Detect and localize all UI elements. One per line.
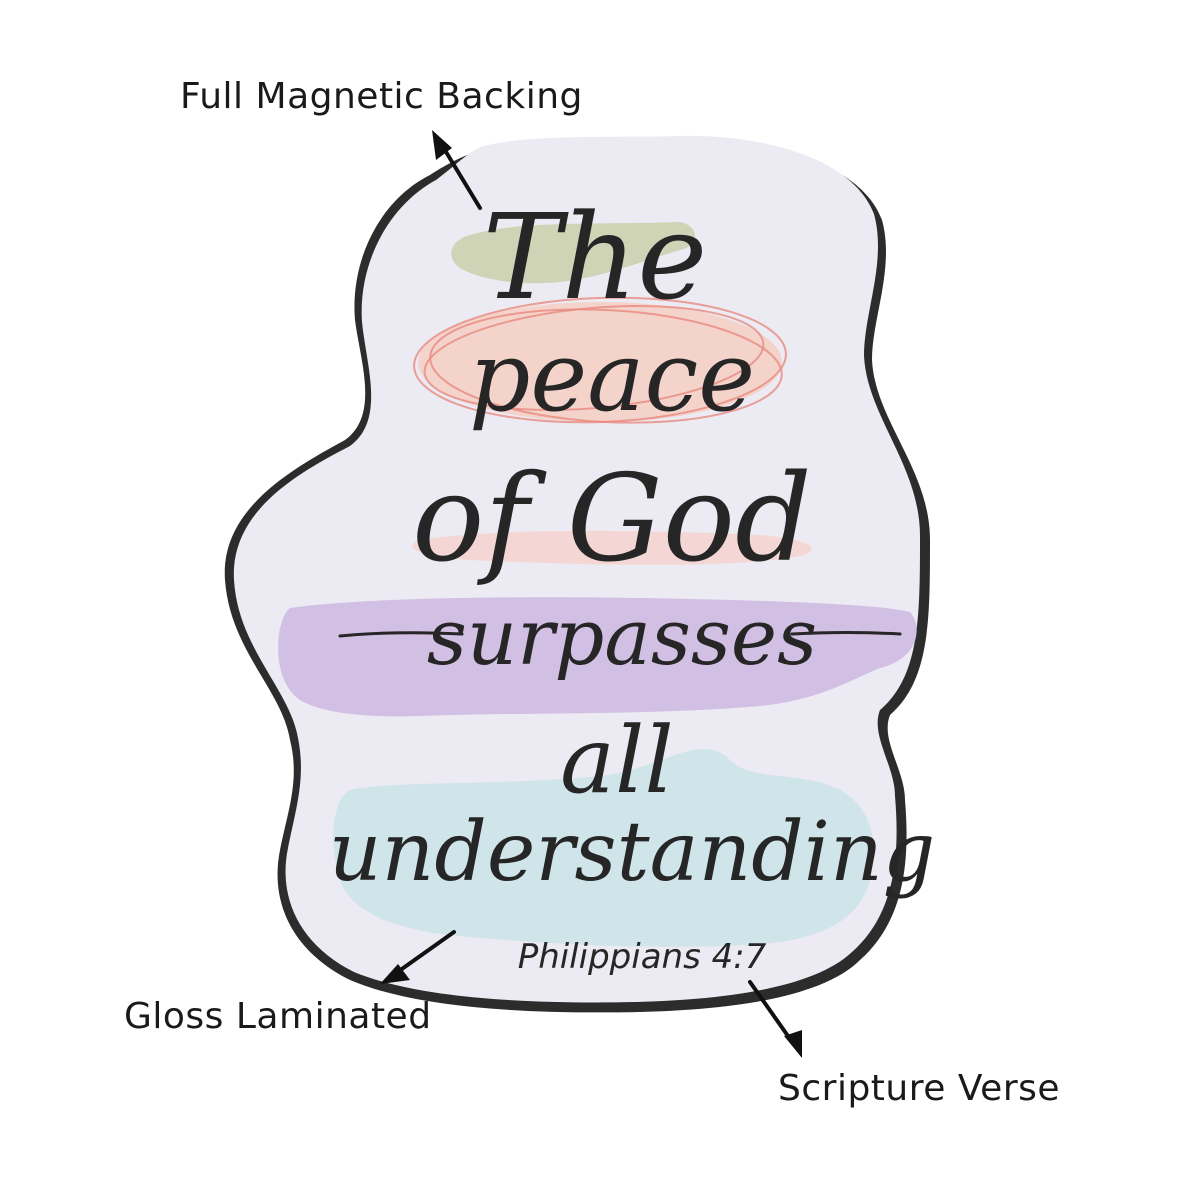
arrow-down-right-icon: [748, 980, 802, 1058]
quote-line-peace: peace: [469, 321, 755, 433]
quote-line-surpasses: surpasses: [427, 593, 817, 683]
wash-green: [451, 222, 695, 284]
quote-line-all: all: [560, 707, 674, 814]
callout-magnetic-backing: Full Magnetic Backing: [180, 76, 583, 117]
wash-coral-ring-3: [423, 305, 765, 411]
quote-line-of-god: of God: [412, 450, 812, 589]
wash-teal: [333, 748, 874, 947]
arrow-up-left-icon: [432, 130, 482, 210]
flourish-right: [790, 631, 902, 636]
flourish-left: [338, 631, 464, 638]
wash-lavender: [278, 597, 917, 717]
callout-gloss-laminated: Gloss Laminated: [124, 996, 432, 1037]
callout-scripture-verse: Scripture Verse: [778, 1068, 1061, 1109]
scripture-reference: Philippians 4:7: [518, 937, 767, 977]
quote-line-understanding: understanding: [329, 805, 936, 900]
wash-pink: [412, 530, 812, 565]
quote-line-the: The: [483, 188, 708, 326]
arrow-down-left-icon: [380, 930, 456, 984]
